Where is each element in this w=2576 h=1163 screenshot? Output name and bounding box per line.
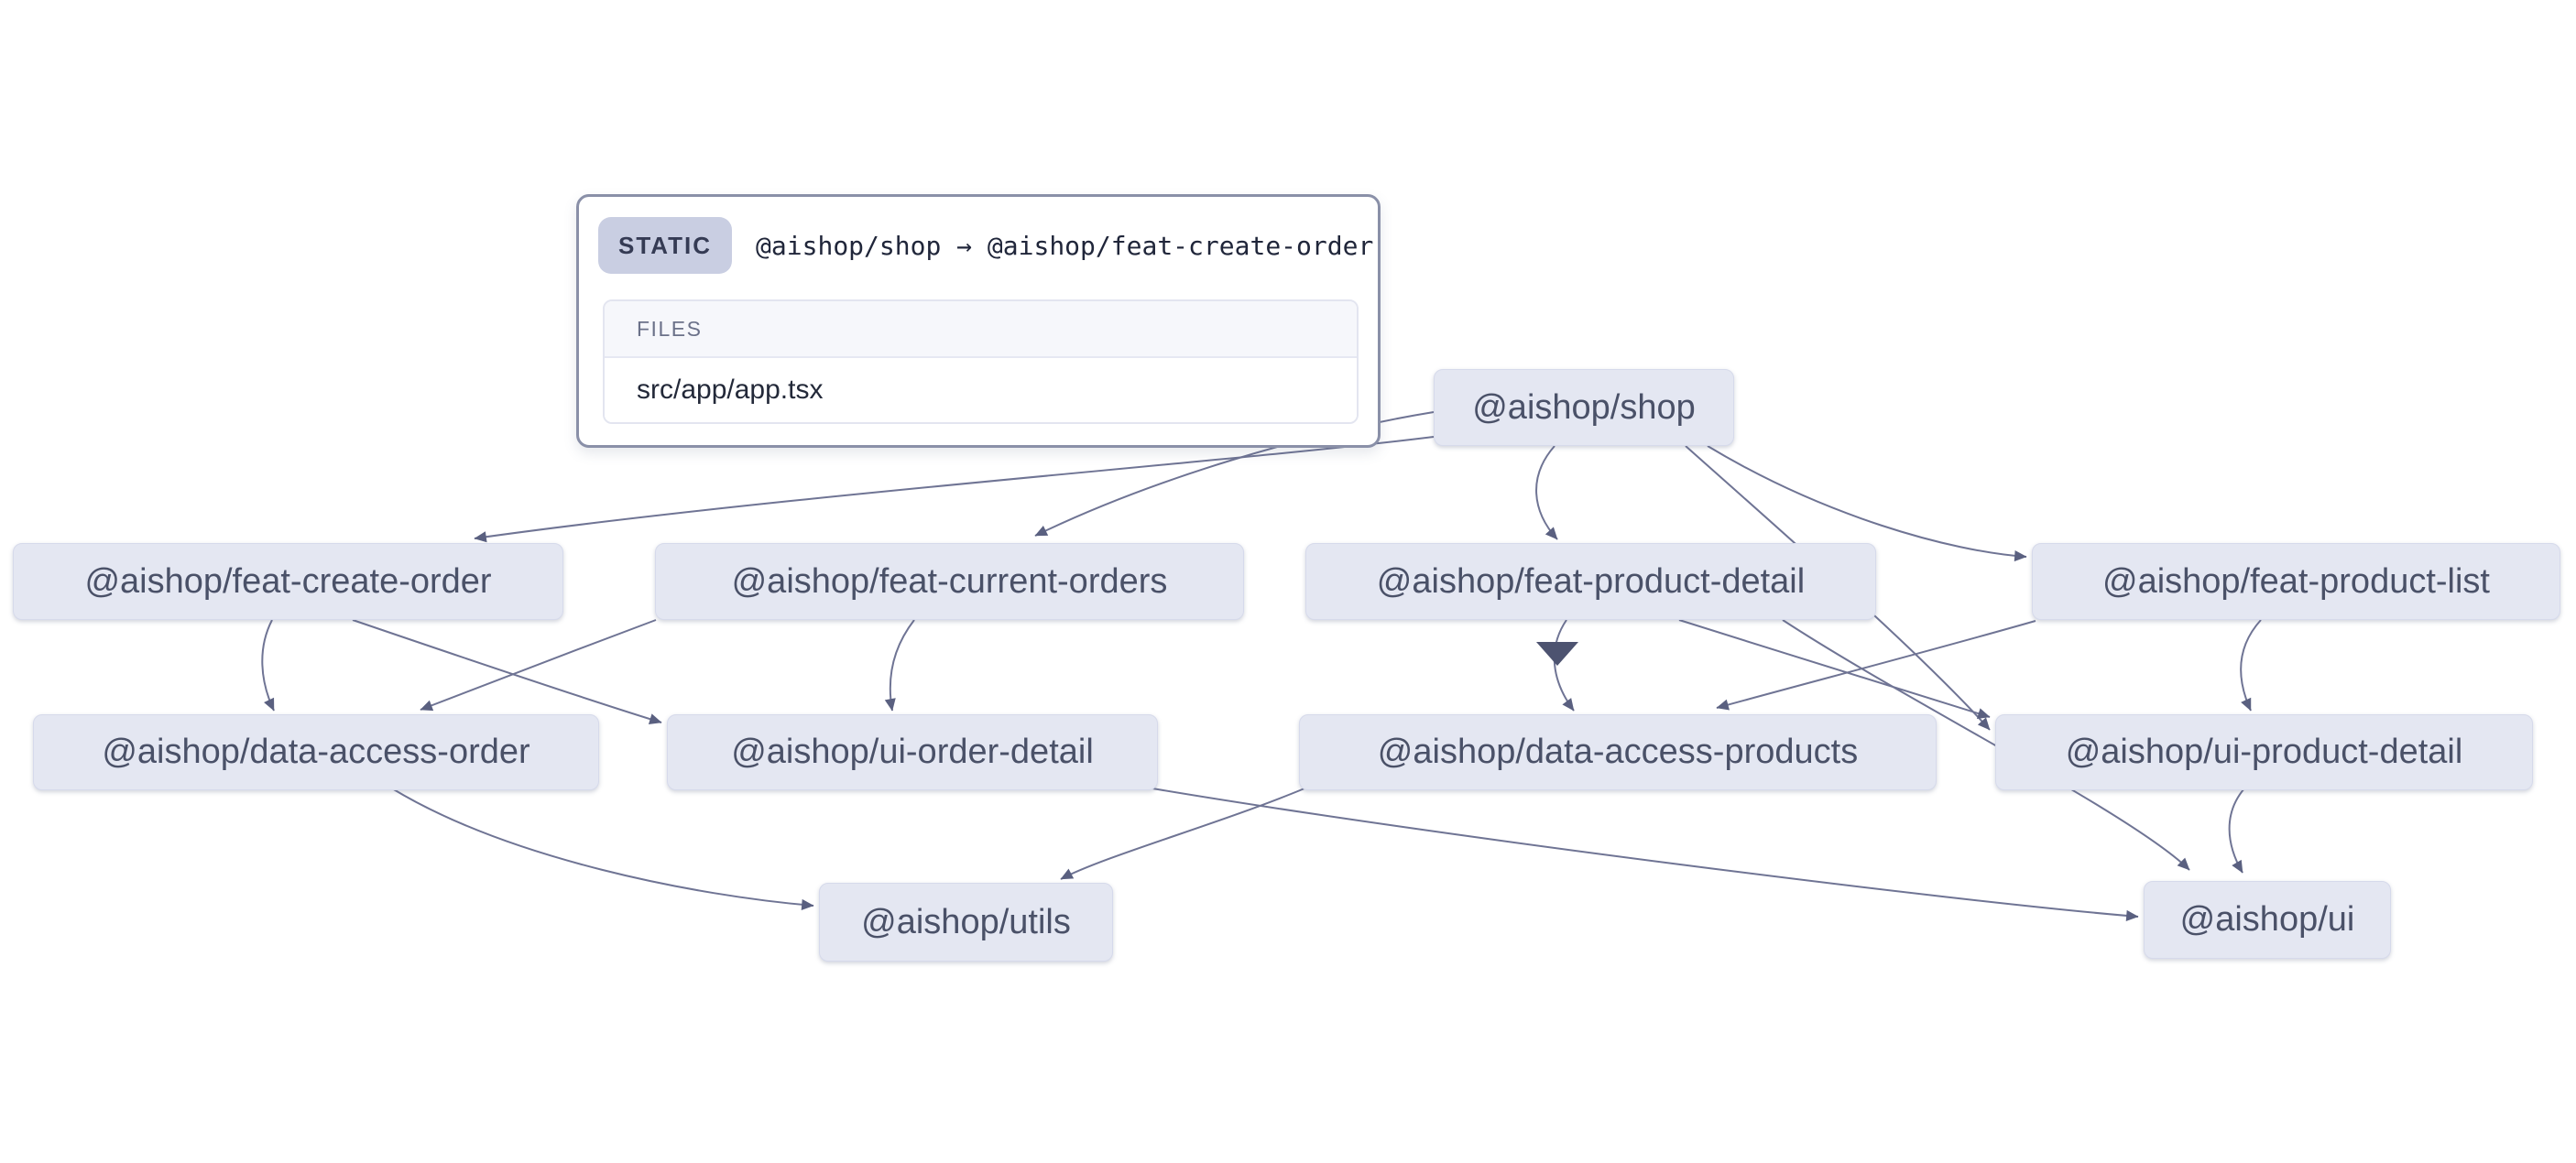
edge-feat-create-order-data-access-order[interactable] [261, 619, 275, 712]
edge-feat-product-list-data-access-products[interactable] [1716, 620, 2036, 711]
edge-data-access-order-utils[interactable] [391, 788, 814, 910]
files-heading: FILES [605, 301, 1357, 358]
edge-ui-product-detail-ui[interactable] [2228, 788, 2245, 874]
edge-shop-feat-product-list[interactable] [1707, 445, 2027, 562]
graph-node-ui-product-detail[interactable]: @aishop/ui-product-detail [1995, 714, 2533, 790]
graph-node-data-access-order[interactable]: @aishop/data-access-order [33, 714, 599, 790]
static-badge: STATIC [598, 217, 733, 274]
edge-shop-feat-create-order[interactable] [474, 436, 1435, 543]
edge-tooltip: STATIC @aishop/shop → @aishop/feat-creat… [576, 194, 1578, 666]
edge-ui-order-detail-ui[interactable] [1152, 788, 2139, 921]
graph-node-shop[interactable]: @aishop/shop [1434, 369, 1734, 446]
edge-feat-current-orders-ui-order-detail[interactable] [884, 619, 915, 712]
edge-shop-feat-current-orders[interactable] [1034, 411, 1435, 537]
graph-node-feat-create-order[interactable]: @aishop/feat-create-order [13, 543, 563, 620]
tooltip-files-panel: FILES src/app/app.tsx [603, 299, 1359, 424]
edge-shop-feat-product-detail[interactable] [1535, 445, 1558, 540]
file-list-item: src/app/app.tsx [605, 358, 1357, 422]
edge-feat-product-detail-ui-product-detail[interactable] [1678, 619, 1991, 719]
graph-node-feat-product-detail[interactable]: @aishop/feat-product-detail [1305, 543, 1876, 620]
graph-node-data-access-products[interactable]: @aishop/data-access-products [1299, 714, 1937, 790]
tooltip-edge-title: @aishop/shop → @aishop/feat-create-order [756, 230, 1374, 261]
graph-node-feat-product-list[interactable]: @aishop/feat-product-list [2032, 543, 2560, 620]
graph-node-utils[interactable]: @aishop/utils [819, 883, 1113, 962]
edge-feat-product-list-ui-product-detail[interactable] [2240, 619, 2262, 712]
edge-data-access-products-utils[interactable] [1060, 788, 1305, 880]
graph-node-ui-order-detail[interactable]: @aishop/ui-order-detail [667, 714, 1158, 790]
tooltip-pointer-icon [1536, 642, 1578, 666]
edge-feat-current-orders-data-access-order[interactable] [420, 619, 657, 712]
graph-node-feat-current-orders[interactable]: @aishop/feat-current-orders [655, 543, 1244, 620]
edge-feat-create-order-ui-order-detail[interactable] [352, 619, 662, 725]
tooltip-header: STATIC @aishop/shop → @aishop/feat-creat… [598, 217, 1373, 274]
graph-node-ui[interactable]: @aishop/ui [2144, 881, 2391, 959]
